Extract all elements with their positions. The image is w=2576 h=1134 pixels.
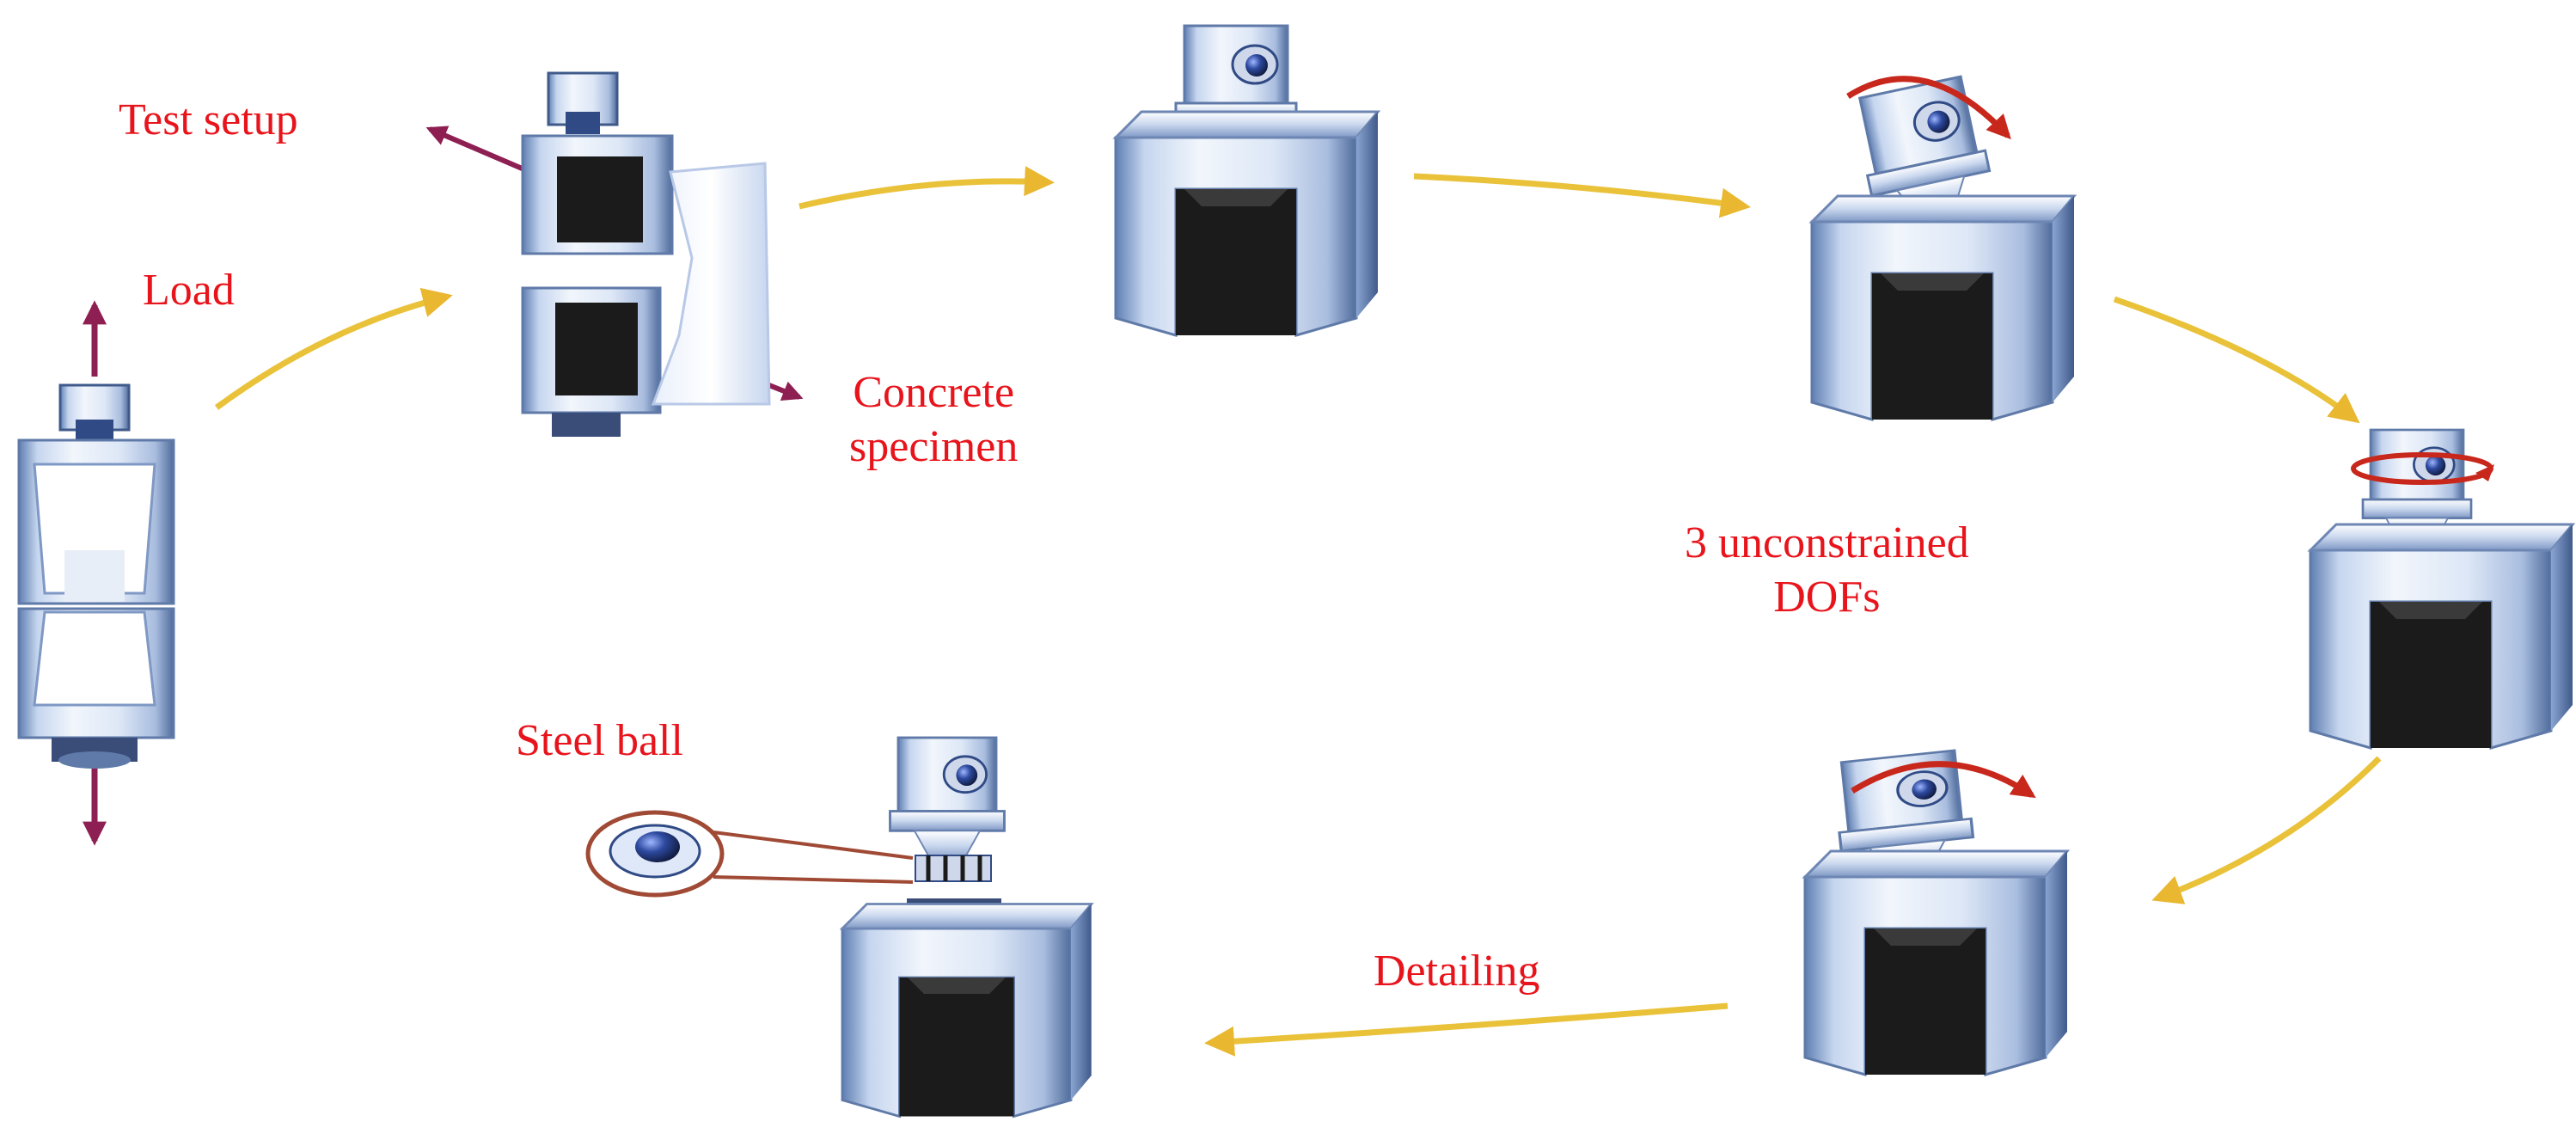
detailing-text: Detailing — [1374, 947, 1540, 996]
grip-figure-2 — [1114, 24, 1380, 337]
steel-ball-text: Steel ball — [516, 716, 683, 765]
specimen-text: specimen — [849, 422, 1019, 472]
flow-arrow-icon — [1204, 1002, 1729, 1057]
label-unconstrained-dofs: 3 unconstrained DOFs — [1685, 516, 1969, 625]
flow-arrow-icon — [1413, 173, 1751, 218]
rotation-arrow-icon — [1846, 76, 2011, 140]
test-setup-figure — [425, 71, 804, 437]
flow-arrow-icon — [798, 166, 1055, 210]
flow-arrow-icon — [2151, 756, 2382, 904]
load-text: Load — [143, 266, 235, 315]
label-test-setup: Test setup — [119, 93, 298, 147]
rotation-arrow-icon — [1851, 761, 2036, 799]
load-arrow-icon — [425, 126, 528, 173]
grip-figure-3 — [1810, 73, 2076, 421]
label-load: Load — [143, 263, 235, 317]
magnifier-icon — [585, 810, 914, 898]
full-assembly-figure — [17, 300, 175, 846]
concrete-text: Concrete — [853, 368, 1015, 417]
label-steel-ball: Steel ball — [516, 714, 683, 768]
unconstrained-text: 3 unconstrained — [1685, 518, 1969, 567]
test-setup-text: Test setup — [119, 95, 298, 144]
flow-arrow-icon — [214, 287, 453, 410]
label-concrete-specimen: Concrete specimen — [849, 365, 1018, 475]
grip-figure-detailing — [585, 736, 1093, 1118]
flow-arrow-icon — [2113, 296, 2360, 424]
dofs-text: DOFs — [1773, 573, 1881, 622]
label-detailing: Detailing — [1374, 944, 1540, 998]
grip-figure-5 — [1803, 748, 2069, 1076]
grip-figure-4 — [2309, 428, 2574, 750]
flow-arrows — [214, 166, 2382, 1057]
